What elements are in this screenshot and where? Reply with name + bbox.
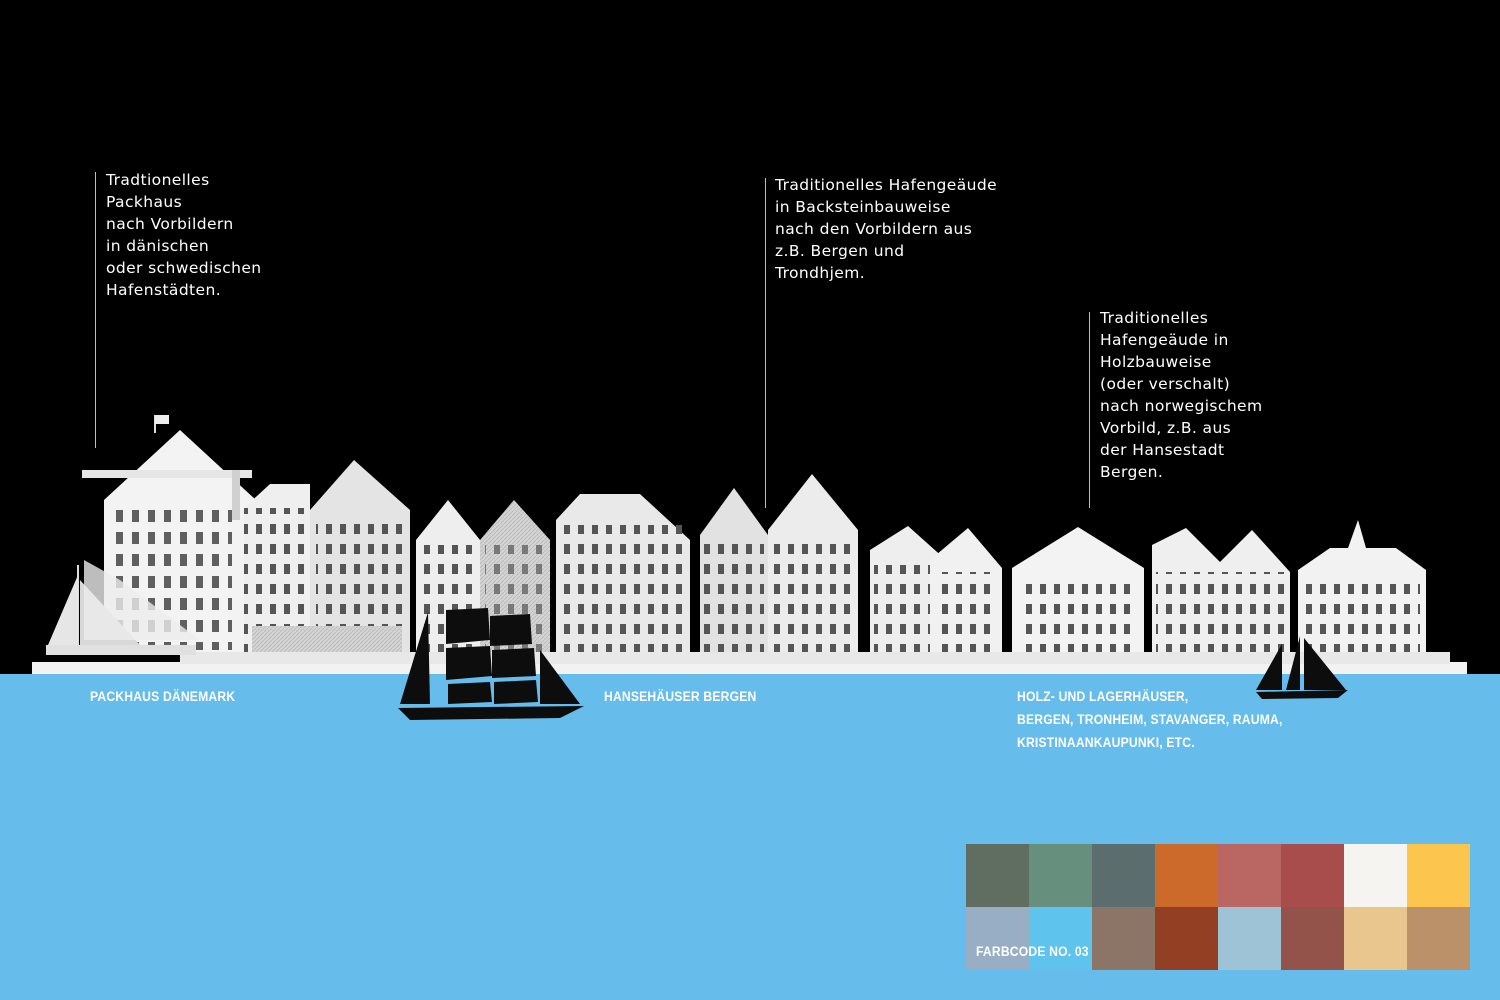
palette-swatch [966, 844, 1029, 907]
warehouse-building-2 [244, 460, 410, 652]
wooden-warehouse-2 [1152, 528, 1290, 652]
palette-swatch [1281, 907, 1344, 970]
palette-swatch [1155, 907, 1218, 970]
palette-swatch [1218, 844, 1281, 907]
backstein-annotation: Traditionelles Hafengeäude in Backsteinb… [775, 176, 998, 282]
sailboat-packhaus [46, 560, 200, 655]
palette-swatch [1281, 844, 1344, 907]
holz-leader-line [1089, 312, 1090, 508]
label-holz-line-1: HOLZ- UND LAGERHÄUSER, [1017, 689, 1189, 704]
palette-swatch [1029, 844, 1092, 907]
palette-swatch [1092, 907, 1155, 970]
palette-swatch [1407, 907, 1470, 970]
label-packhaus-daenemark: PACKHAUS DÄNEMARK [90, 689, 236, 704]
wooden-warehouse-3 [1298, 520, 1426, 652]
palette-title: FARBCODE NO. 03 [976, 944, 1089, 959]
palette-swatch [1155, 844, 1218, 907]
palette-swatch [1407, 844, 1470, 907]
tall-ship-silhouette [398, 608, 584, 720]
palette-swatch [1092, 844, 1155, 907]
palette-swatch [1218, 907, 1281, 970]
holz-annotation: Traditionelles Hafengeäude in Holzbauwei… [1100, 309, 1263, 481]
packhaus-annotation: Tradtionelles Packhaus nach Vorbildern i… [106, 171, 262, 299]
schooner-silhouette [1256, 636, 1348, 699]
label-holz-line-3: KRISTINAANKAUPUNKI, ETC. [1017, 735, 1195, 750]
quay-wall [32, 652, 1467, 674]
label-holz-lagerhaeuser: HOLZ- UND LAGERHÄUSER, BERGEN, TRONHEIM,… [1017, 685, 1283, 754]
palette-swatch [1344, 844, 1407, 907]
palette-swatch [1029, 907, 1092, 970]
color-palette [966, 844, 1470, 970]
label-hansehaeuser-bergen: HANSEHÄUSER BERGEN [604, 689, 757, 704]
wooden-warehouse-1 [1012, 527, 1144, 652]
hansehaus-row [416, 474, 858, 652]
palette-swatch [1344, 907, 1407, 970]
harbor-skyline-illustration [32, 415, 1467, 720]
label-holz-line-2: BERGEN, TRONHEIM, STAVANGER, RAUMA, [1017, 712, 1283, 727]
packhaus-leader-line [95, 172, 96, 448]
backstein-leader-line [765, 178, 766, 508]
palette-swatch [966, 907, 1029, 970]
wooden-houses-group [870, 526, 1002, 652]
